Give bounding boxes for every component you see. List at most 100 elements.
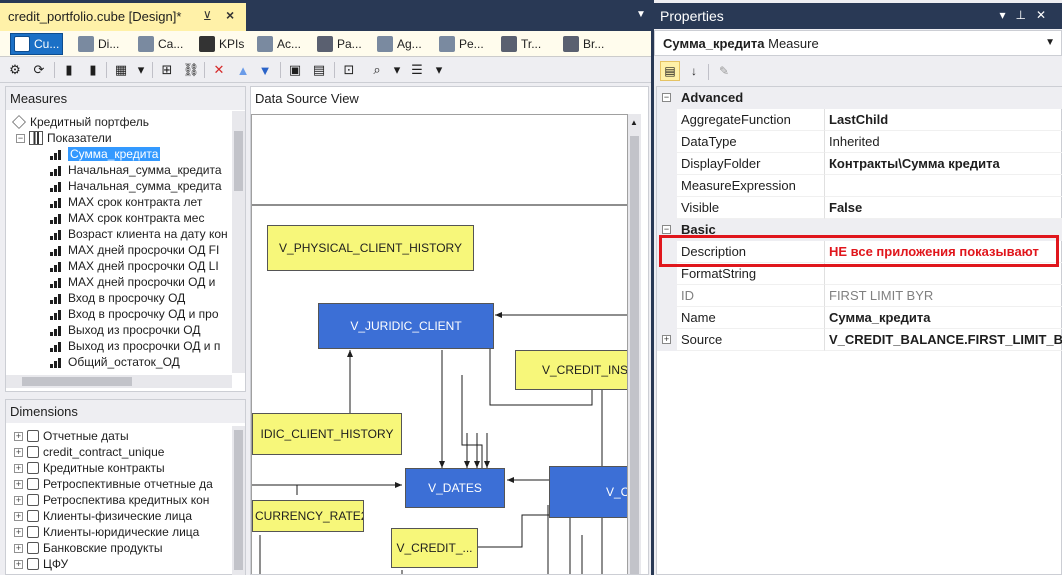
property-display-folder[interactable]: DisplayFolder Контракты\Сумма кредита — [657, 153, 1062, 175]
property-name[interactable]: Name Сумма_кредита — [657, 307, 1062, 329]
expand-icon[interactable]: + — [14, 542, 23, 553]
measure-item[interactable]: Начальная_сумма_кредита — [50, 178, 222, 194]
tree-root-cube[interactable]: Кредитный портфель — [12, 114, 149, 130]
property-description[interactable]: Description НЕ все приложения показывают — [657, 241, 1062, 263]
chevron-down-icon[interactable]: ▾ — [137, 62, 145, 77]
property-value[interactable]: Сумма_кредита — [825, 307, 1062, 329]
expand-icon[interactable]: + — [662, 334, 671, 344]
measures-vertical-scrollbar[interactable] — [232, 111, 245, 373]
tab-kpis[interactable]: KPIs — [196, 33, 247, 55]
dimension-item[interactable]: +Клиенты-физические лица — [14, 508, 192, 524]
collapse-icon[interactable]: − — [662, 224, 671, 234]
new-measure-icon[interactable]: ▮ — [65, 62, 73, 77]
category-advanced[interactable]: − Advanced — [657, 87, 1062, 109]
categorized-icon[interactable]: ▤ — [660, 61, 680, 81]
chevron-down-icon[interactable]: ▾ — [393, 62, 401, 77]
find-table-icon[interactable]: ⊡ — [343, 62, 355, 77]
measure-item[interactable]: МАХ дней просрочки ОД и — [50, 274, 215, 290]
new-measure-group-icon[interactable]: ▮ — [89, 62, 97, 77]
expand-icon[interactable]: + — [14, 510, 23, 521]
link-icon[interactable]: ⛓ — [182, 62, 200, 77]
table-icon[interactable]: ▤ — [312, 62, 326, 77]
tab-actions[interactable]: Ac... — [254, 33, 304, 55]
dimensions-vertical-scrollbar[interactable] — [232, 426, 245, 575]
expand-icon[interactable]: + — [14, 430, 23, 441]
dimension-item[interactable]: +Клиенты-юридические лица — [14, 524, 199, 540]
property-value[interactable] — [825, 175, 1062, 197]
measure-item[interactable]: Сумма_кредита — [50, 146, 161, 162]
dsv-diagram-canvas[interactable]: V_PHYSICAL_CLIENT_HISTORY V_JURIDIC_CLIE… — [251, 114, 628, 574]
tab-translations[interactable]: Tr... — [498, 33, 544, 55]
dimension-item[interactable]: +credit_contract_unique — [14, 444, 164, 460]
measure-item[interactable]: Общий_остаток_ОД — [50, 354, 180, 370]
document-tab[interactable]: credit_portfolio.cube [Design]* ⊻ × — [0, 3, 246, 31]
table-credit-dots[interactable]: V_CREDIT_... — [391, 528, 478, 568]
dimension-item[interactable]: +ЦФУ — [14, 556, 68, 572]
expand-icon[interactable]: + — [14, 526, 23, 537]
measure-item[interactable]: Возраст клиента на дату кон — [50, 226, 228, 242]
collapse-icon[interactable]: − — [662, 92, 671, 102]
show-measures-grid-icon[interactable]: ▦ — [114, 62, 128, 77]
property-value[interactable]: False — [825, 197, 1062, 219]
zoom-icon[interactable]: ⌕ — [373, 62, 381, 77]
scroll-thumb[interactable] — [234, 430, 243, 570]
dropdown-icon[interactable]: ▾ — [999, 8, 1016, 22]
property-measure-expression[interactable]: MeasureExpression — [657, 175, 1062, 197]
expand-icon[interactable]: + — [14, 558, 23, 569]
tree-measure-group[interactable]: − Показатели — [16, 130, 112, 146]
measure-item[interactable]: Выход из просрочки ОД — [50, 322, 200, 338]
property-value[interactable] — [825, 263, 1062, 285]
close-icon[interactable]: × — [226, 7, 235, 23]
property-format-string[interactable]: FormatString — [657, 263, 1062, 285]
measure-item[interactable]: МАХ срок контракта лет — [50, 194, 202, 210]
diagram-icon[interactable]: ▣ — [288, 62, 302, 77]
move-up-icon[interactable]: ▲ — [236, 62, 250, 78]
property-source[interactable]: + Source V_CREDIT_BALANCE.FIRST_LIMIT_BY — [657, 329, 1062, 351]
measure-item[interactable]: Вход в просрочку ОД и про — [50, 306, 219, 322]
property-visible[interactable]: Visible False — [657, 197, 1062, 219]
table-physical-client-history[interactable]: V_PHYSICAL_CLIENT_HISTORY — [267, 225, 474, 271]
expand-icon[interactable]: + — [14, 478, 23, 489]
close-icon[interactable]: ✕ — [1035, 8, 1056, 22]
tab-perspectives[interactable]: Pe... — [436, 33, 487, 55]
process-icon[interactable]: ⚙ — [9, 62, 21, 77]
measure-item[interactable]: МАХ дней просрочки ОД FI — [50, 242, 219, 258]
add-cube-dimension-icon[interactable]: ⊞ — [161, 62, 173, 77]
arrange-icon[interactable]: ☰ — [411, 62, 423, 77]
scroll-thumb[interactable] — [22, 377, 132, 386]
property-value[interactable]: Inherited — [825, 131, 1062, 153]
table-dates[interactable]: V_DATES — [405, 468, 505, 508]
dimension-item[interactable]: +Ретроспективные отчетные да — [14, 476, 213, 492]
property-value[interactable]: Контракты\Сумма кредита — [825, 153, 1062, 175]
expand-icon[interactable]: + — [14, 494, 23, 505]
measures-horizontal-scrollbar[interactable] — [6, 375, 232, 388]
dimension-item[interactable]: +Кредитные контракты — [14, 460, 165, 476]
delete-icon[interactable]: ✕ — [213, 62, 225, 77]
table-juridic-client-history[interactable]: IDIC_CLIENT_HISTORY — [252, 413, 402, 455]
table-v-c[interactable]: V_C — [549, 466, 627, 518]
tab-list-dropdown-icon[interactable]: ▼ — [636, 9, 646, 20]
measure-item[interactable]: МАХ срок контракта мес — [50, 210, 204, 226]
chevron-down-icon[interactable]: ▾ — [435, 62, 443, 77]
alphabetical-icon[interactable]: ↓ — [691, 64, 697, 78]
move-down-icon[interactable]: ▼ — [258, 62, 272, 78]
tab-aggregations[interactable]: Ag... — [374, 33, 425, 55]
table-juridic-client[interactable]: V_JURIDIC_CLIENT — [318, 303, 494, 349]
measure-item[interactable]: Вход в просрочку ОД — [50, 290, 185, 306]
dimension-item[interactable]: +Ретроспектива кредитных кон — [14, 492, 209, 508]
refresh-icon[interactable]: ⟳ — [33, 62, 45, 77]
pin-icon[interactable]: ⊥ — [1015, 8, 1036, 22]
scroll-up-icon[interactable]: ▲ — [630, 118, 638, 127]
property-value[interactable]: V_CREDIT_BALANCE.FIRST_LIMIT_BY — [825, 329, 1062, 351]
expand-icon[interactable]: + — [14, 446, 23, 457]
property-value[interactable]: НЕ все приложения показывают — [825, 241, 1062, 263]
tab-dimension-usage[interactable]: Di... — [75, 33, 122, 55]
tab-calculations[interactable]: Ca... — [135, 33, 186, 55]
property-data-type[interactable]: DataType Inherited — [657, 131, 1062, 153]
collapse-icon[interactable]: − — [16, 132, 25, 143]
property-value[interactable]: LastChild — [825, 109, 1062, 131]
table-currency-rate[interactable]: CURRENCY_RATE2 — [252, 500, 364, 532]
property-id[interactable]: ID FIRST LIMIT BYR — [657, 285, 1062, 307]
property-pages-icon[interactable]: ✎ — [718, 64, 730, 78]
tab-browser[interactable]: Br... — [560, 33, 607, 55]
